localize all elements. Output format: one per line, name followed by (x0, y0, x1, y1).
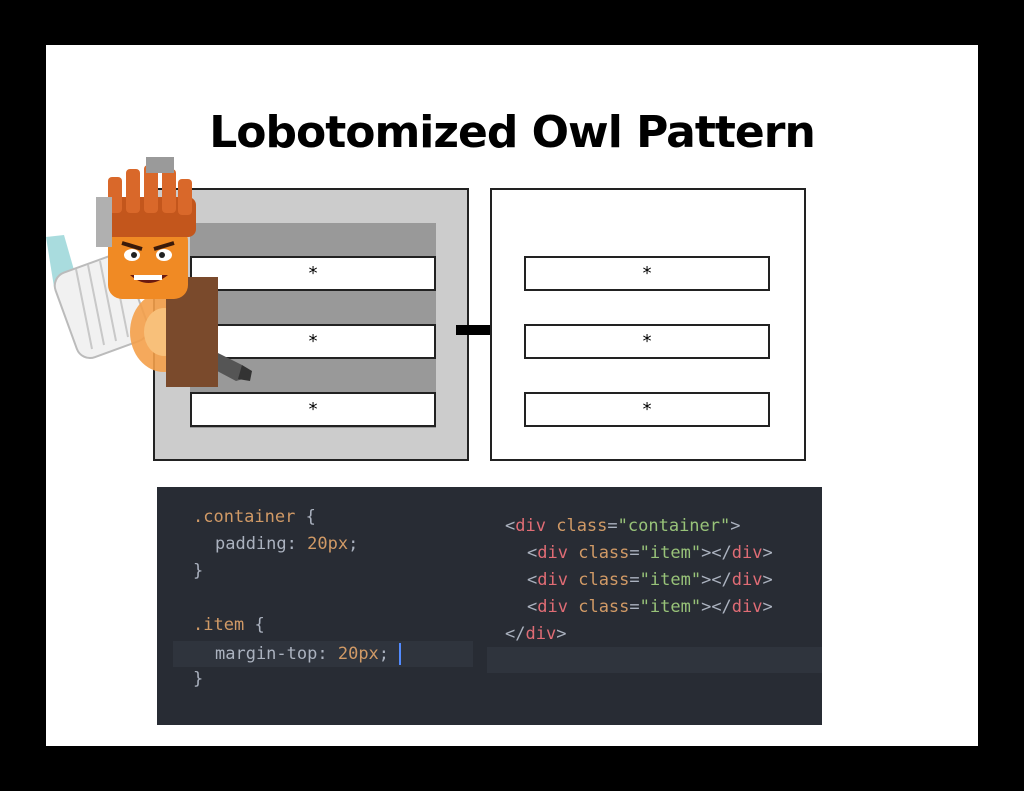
after-item-3: * (524, 392, 770, 427)
html-line-2: <div class="item"></div> (527, 543, 773, 563)
slide-title: Lobotomized Owl Pattern (209, 107, 816, 158)
slide: Lobotomized Owl Pattern * * * * * * (46, 45, 978, 746)
lego-figure-drill-image (46, 157, 252, 387)
css-line-1: .container { (193, 507, 316, 527)
css-line-3: } (193, 561, 204, 581)
css-selector-container: .container (193, 507, 296, 527)
html-line-3: <div class="item"></div> (527, 570, 773, 590)
before-item-3: * (190, 392, 436, 427)
after-item-1: * (524, 256, 770, 291)
css-selector-item: .item (193, 615, 245, 635)
after-item-2: * (524, 324, 770, 359)
before-container-diagram: * * * (153, 188, 469, 461)
html-line-1: <div class="container"> (505, 516, 741, 536)
before-item-2: * (190, 324, 436, 359)
css-line-5: .item { (193, 615, 265, 635)
after-container-diagram: * * * (490, 188, 806, 461)
css-line-2: padding: 20px; (215, 534, 359, 554)
css-current-line-highlight (173, 641, 473, 667)
html-line-4: <div class="item"></div> (527, 597, 773, 617)
text-cursor (399, 643, 401, 665)
html-current-line-highlight (487, 647, 822, 673)
code-editor: .container { padding: 20px; } .item { ma… (157, 487, 822, 725)
before-item-1: * (190, 256, 436, 291)
css-line-7: } (193, 669, 204, 689)
html-line-5: </div> (505, 624, 567, 644)
css-line-6: margin-top: 20px; (215, 644, 390, 664)
